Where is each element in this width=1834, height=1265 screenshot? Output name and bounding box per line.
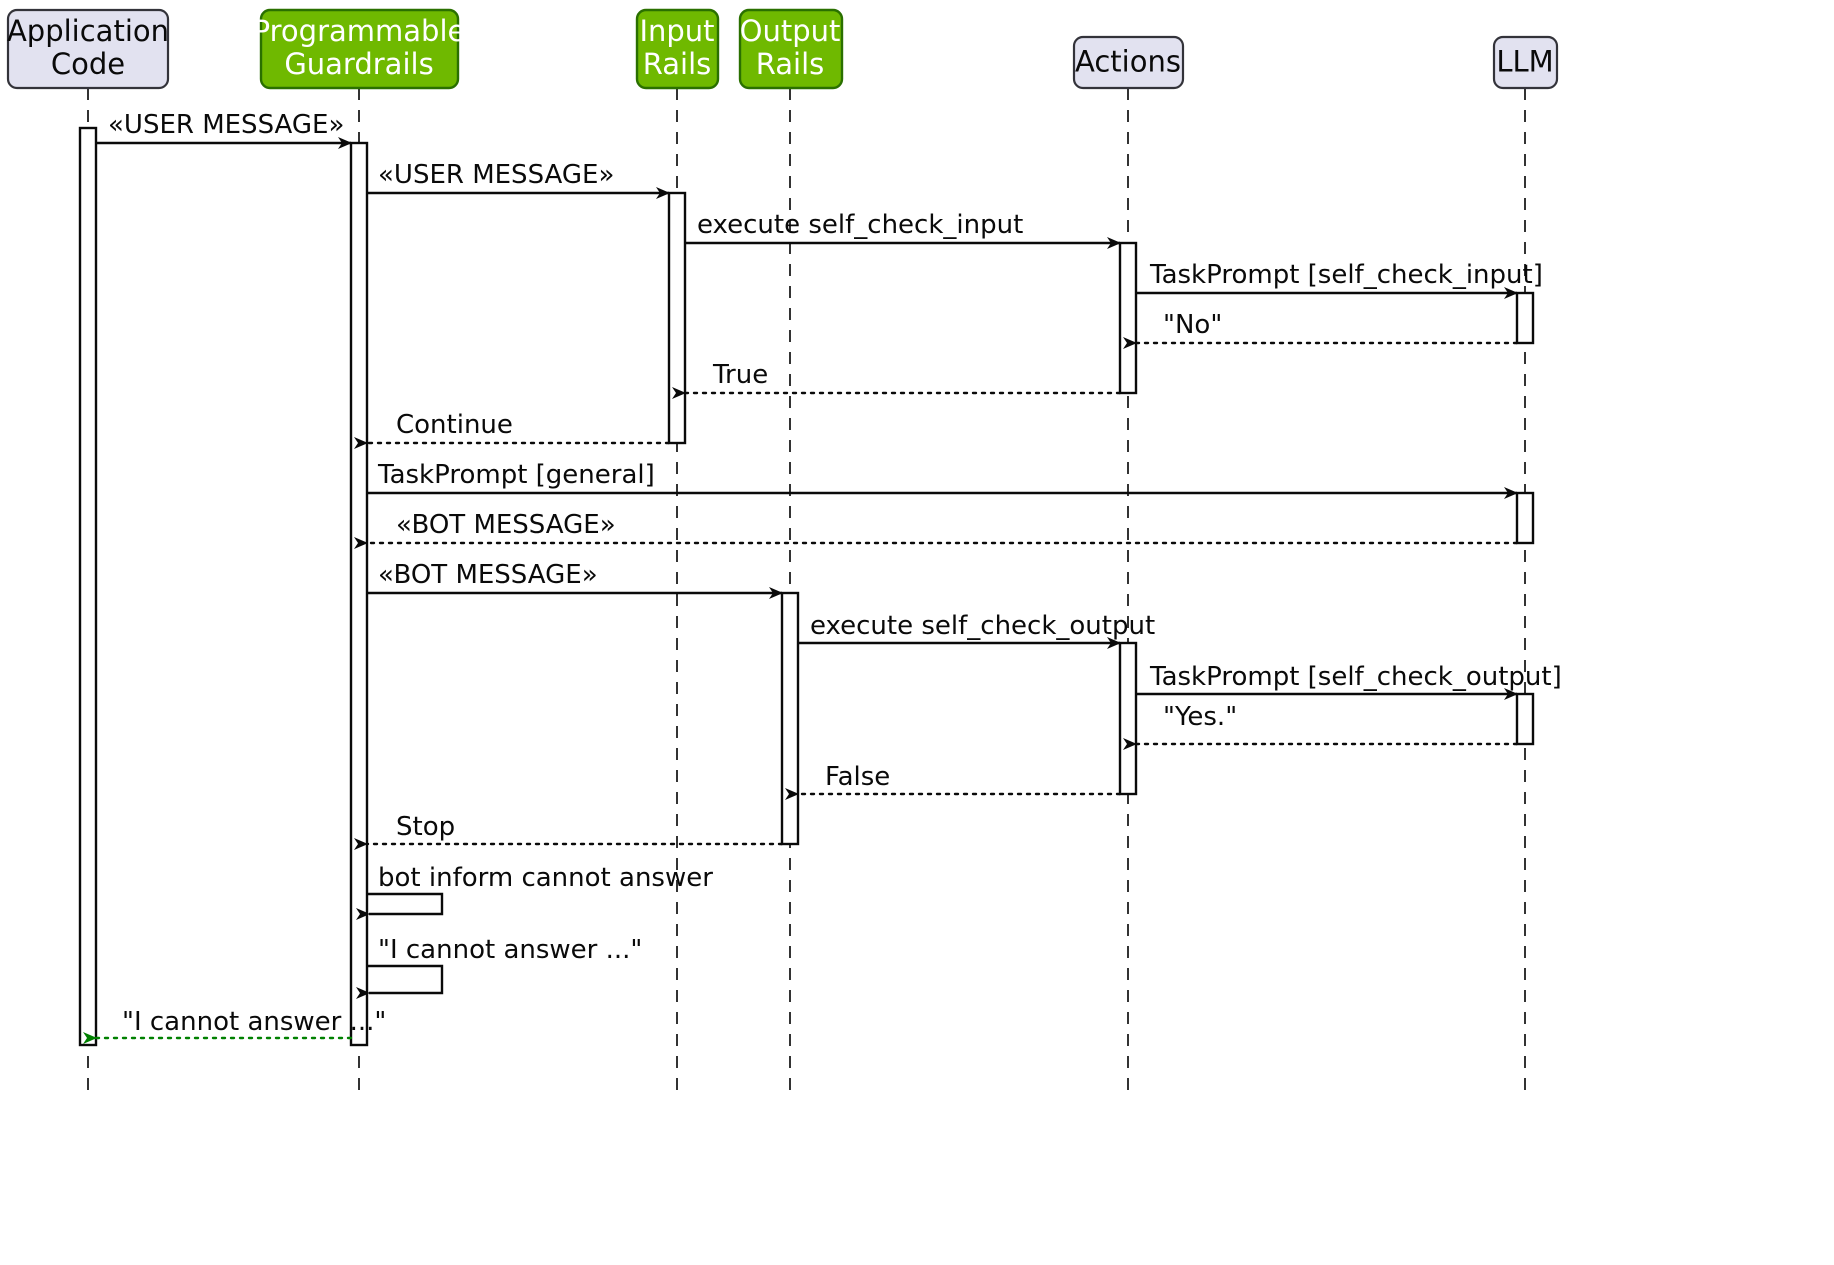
message-label-m10: «BOT MESSAGE»: [378, 560, 598, 590]
message-label-m8: TaskPrompt [general]: [377, 460, 655, 490]
activation-bar-llm: [1515, 291, 1535, 345]
message-label-m9: «BOT MESSAGE»: [396, 510, 616, 540]
message-label-m15: Stop: [396, 812, 455, 842]
message-label-m16: "I cannot answer ...": [122, 1007, 386, 1037]
participant-box-actions[interactable]: [1072, 35, 1185, 90]
participant-actions[interactable]: Actions: [1072, 35, 1185, 90]
message-label-m2: «USER MESSAGE»: [378, 160, 614, 190]
participant-label-output: Output: [740, 14, 841, 48]
activation-bar-input: [667, 191, 687, 445]
message-label-m14: False: [825, 762, 890, 792]
participant-box-llm[interactable]: [1492, 35, 1559, 90]
activation-bar-output: [780, 591, 800, 846]
participant-label-input-line2: Rails: [643, 47, 712, 81]
participant-box-input[interactable]: [635, 8, 720, 90]
participant-llm[interactable]: LLM: [1492, 35, 1559, 90]
participant-label-guardrails: Programmable: [253, 14, 466, 48]
activation-bar-guardrails: [349, 141, 369, 1047]
message-label-m6: True: [712, 360, 768, 390]
message-label-m12: TaskPrompt [self_check_output]: [1149, 662, 1562, 692]
participant-label-app-line2: Code: [51, 47, 125, 81]
message-label-m4: TaskPrompt [self_check_input]: [1149, 260, 1543, 290]
self-message-label-s1: bot inform cannot answer: [378, 863, 713, 893]
message-arrows-group: [83, 137, 1519, 1044]
activation-bar-llm: [1515, 491, 1535, 545]
message-label-m7: Continue: [396, 410, 513, 440]
participant-label-guardrails-line2: Guardrails: [284, 47, 433, 81]
participant-label-input: Input: [639, 14, 714, 48]
participant-label-output-line2: Rails: [756, 47, 825, 81]
self-message-arrow-s2: [356, 964, 444, 999]
activation-bar-llm: [1515, 692, 1535, 746]
message-label-m5: "No": [1163, 310, 1222, 340]
self-message-label-s2: "I cannot answer ...": [378, 935, 642, 965]
participant-box-app[interactable]: [6, 8, 170, 90]
message-label-m11: execute self_check_output: [810, 611, 1155, 641]
participant-label-actions: Actions: [1075, 45, 1181, 79]
message-label-m1: «USER MESSAGE»: [108, 110, 344, 140]
activation-bar-actions: [1118, 241, 1138, 395]
self-message-arrow-s1: [356, 892, 444, 920]
participant-box-guardrails[interactable]: [259, 8, 460, 90]
participant-label-app: Application: [7, 14, 169, 48]
participant-box-output[interactable]: [738, 8, 844, 90]
message-label-m13: "Yes.": [1163, 702, 1237, 732]
message-labels-group: «USER MESSAGE» «USER MESSAGE» execute self…: [108, 110, 1562, 1037]
activation-bars-group: [78, 126, 1535, 1047]
activation-bar-actions: [1118, 641, 1138, 796]
message-label-m3: execute self_check_input: [697, 210, 1023, 240]
participant-label-llm: LLM: [1496, 45, 1553, 79]
activation-bar-app: [78, 126, 98, 1047]
